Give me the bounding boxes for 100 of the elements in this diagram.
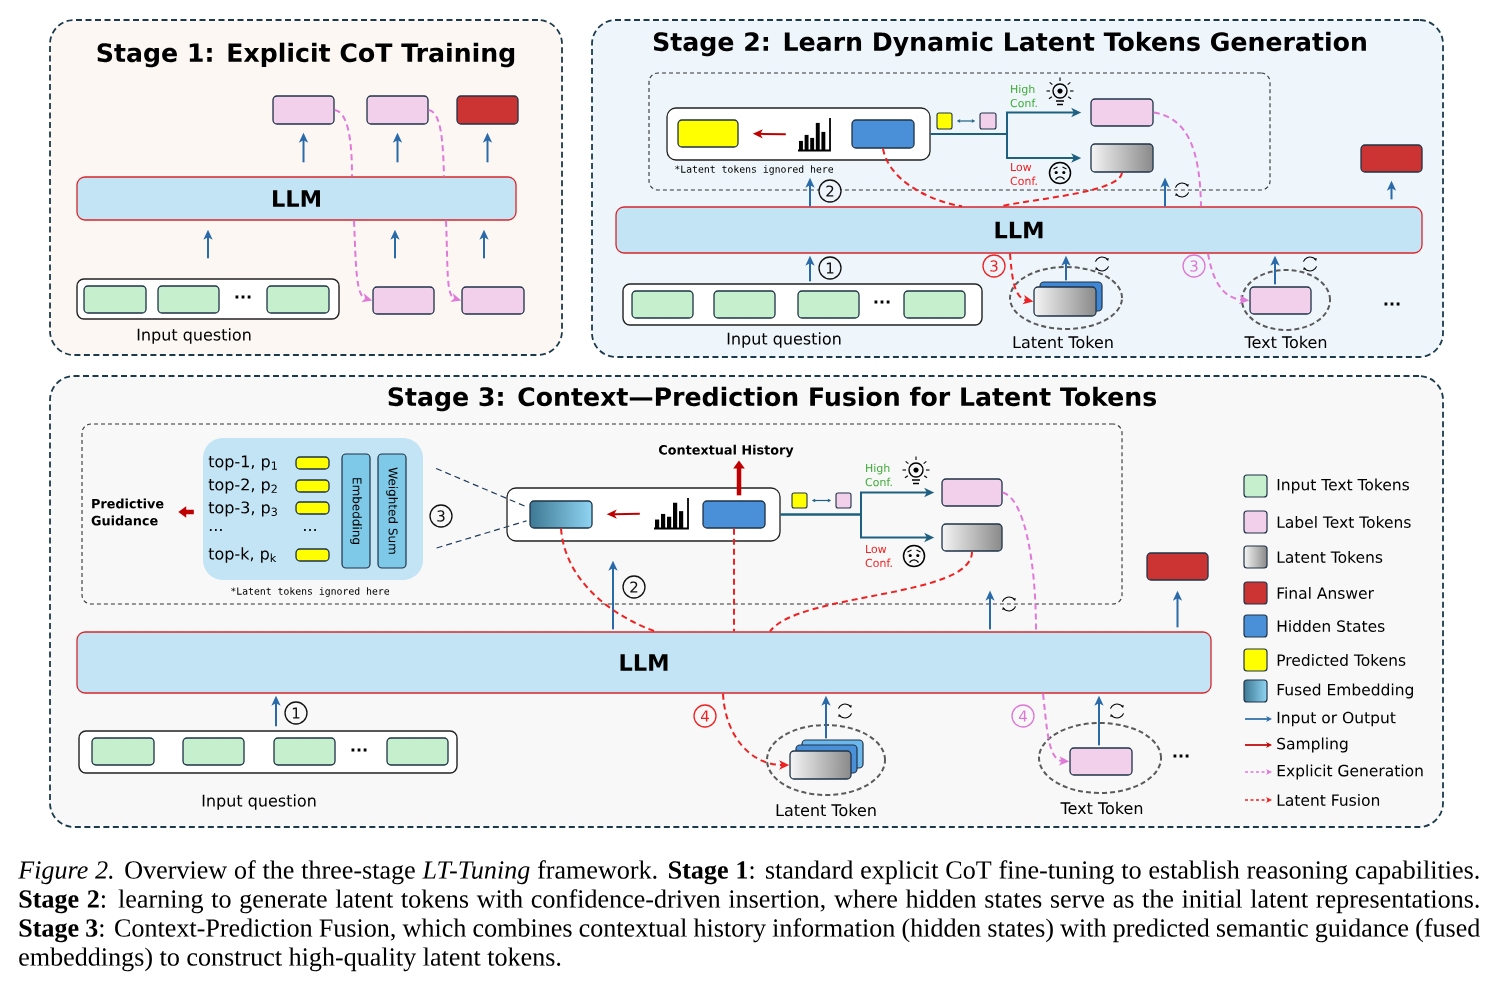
token-box	[631, 290, 694, 319]
token-box	[1090, 98, 1154, 127]
token-box	[386, 737, 449, 766]
panel-title: Stage 3: Context—Prediction Fusion for Latent Tokens	[388, 386, 1156, 412]
box-caption: Text Token	[1244, 335, 1327, 349]
token-box	[851, 119, 915, 149]
llm-bar: LLM	[76, 631, 1212, 694]
vertical-bar: Embedding	[341, 453, 371, 569]
footnote-text: *Latent tokens ignored here	[231, 587, 390, 597]
legend-label: Sampling	[1277, 737, 1348, 753]
token-box	[295, 479, 330, 493]
step-number: 1	[818, 256, 842, 280]
footnote-text: *Latent tokens ignored here	[675, 165, 834, 175]
legend-label: Input or Output	[1277, 711, 1396, 727]
box-caption: Input question	[727, 332, 841, 348]
dashed-line	[1152, 111, 1202, 208]
confidence-label: Low Conf.	[865, 544, 892, 568]
step-number: 3	[1182, 254, 1206, 278]
double-arrow	[812, 498, 831, 503]
legend-label: Final Answer	[1277, 587, 1374, 599]
ellipsis: ...	[874, 300, 890, 304]
step-number: 3	[982, 254, 1006, 278]
token-box	[295, 548, 330, 562]
ellipsis: ...	[1173, 754, 1189, 758]
legend-label: Latent Fusion	[1277, 794, 1380, 806]
token-box	[1069, 747, 1133, 776]
token-box	[182, 737, 245, 766]
token-box	[941, 523, 1003, 552]
vertical-bar: Weighted Sum	[377, 453, 407, 569]
panel-title: Stage 1: Explicit CoT Training	[97, 42, 515, 68]
ellipsis: ...	[235, 295, 251, 299]
token-box	[713, 290, 776, 319]
token-box	[797, 290, 860, 319]
step-number: 4	[1011, 704, 1035, 728]
dashed-line	[1001, 491, 1037, 633]
panel-title: Stage 2: Learn Dynamic Latent Tokens Generation	[653, 31, 1366, 57]
llm-bar: LLM	[615, 206, 1423, 254]
token-box	[461, 286, 525, 315]
bar-chart-icon	[797, 117, 831, 152]
figure-caption: Figure 2. Overview of the three-stage LT-Tuning framework. Stage 1: standard explicit CoT fine-tuning to establish reasoning capabilities. Stage 2: learning to generate latent tokens with confidence-driven insertion, where hidden states serve as the initial latent representations. Stage 3: Context-Prediction Fusion, which combines contextual history information (hidden states) with predicted semantic guidance (fused embeddings) to construct high-quality latent tokens.	[18, 860, 1481, 972]
candidate-label: top-k, p$_{k}$	[208, 547, 277, 563]
ellipsis: ...	[351, 748, 367, 752]
step-number: 4	[693, 704, 717, 728]
box-caption: Latent Token	[776, 803, 876, 817]
token-box	[1360, 144, 1423, 173]
token-box	[702, 500, 766, 529]
step-number: 2	[818, 179, 842, 203]
box-caption: Latent Token	[1013, 335, 1113, 349]
legend-label: Explicit Generation	[1277, 764, 1423, 780]
confidence-label: High Conf.	[865, 463, 892, 487]
token-box	[941, 478, 1003, 507]
dashed-line	[333, 109, 353, 178]
ellipsis: ...	[209, 529, 222, 531]
token-box	[456, 95, 519, 125]
token-box	[273, 737, 336, 766]
dashed-line	[560, 527, 656, 633]
box-caption: Input question	[137, 328, 251, 344]
legend-label: Input Text Tokens	[1277, 478, 1409, 494]
token-box	[366, 95, 429, 125]
token-box	[157, 285, 220, 314]
dashed-line	[436, 520, 528, 549]
box-caption: Text Token	[1060, 801, 1143, 815]
legend-label: Label Text Tokens	[1277, 516, 1411, 528]
legend-label: Predicted Tokens	[1277, 654, 1406, 666]
dashed-line	[427, 109, 445, 178]
token-box	[91, 737, 155, 766]
stacked-token	[789, 739, 864, 780]
token-box	[1146, 552, 1209, 581]
confidence-label: Low Conf.	[1010, 162, 1037, 186]
token-box	[266, 285, 330, 314]
candidate-label: top-1, p$_{1}$	[208, 455, 277, 471]
confidence-label: High Conf.	[1010, 84, 1037, 108]
ellipsis: ...	[1384, 302, 1400, 306]
token-box	[83, 285, 147, 314]
token-box	[1249, 286, 1312, 315]
token-box	[677, 119, 739, 148]
token-box	[1090, 143, 1154, 173]
stacked-token	[1033, 281, 1103, 317]
step-number: 2	[622, 575, 646, 599]
candidate-label: top-3, p$_{3}$	[208, 501, 277, 517]
legend-label: Latent Tokens	[1277, 551, 1383, 563]
step-number: 1	[284, 701, 308, 725]
step-number: 3	[429, 504, 453, 528]
ellipsis: ...	[304, 529, 316, 531]
double-arrow	[957, 119, 975, 123]
dashed-line	[769, 550, 973, 633]
llm-bar: LLM	[76, 176, 517, 221]
token-box	[295, 501, 330, 515]
annotation-text: Contextual History	[659, 444, 794, 458]
token-box	[903, 290, 966, 319]
token-box	[272, 95, 335, 125]
token-box	[372, 286, 435, 315]
token-box	[295, 456, 330, 470]
token-square	[979, 112, 997, 130]
legend-label: Fused Embedding	[1277, 683, 1413, 699]
token-box	[529, 500, 593, 529]
candidate-label: top-2, p$_{2}$	[208, 478, 277, 494]
box-caption: Input question	[202, 794, 316, 810]
annotation-text: Predictive Guidance	[91, 498, 164, 526]
bar-chart-icon	[653, 497, 689, 530]
